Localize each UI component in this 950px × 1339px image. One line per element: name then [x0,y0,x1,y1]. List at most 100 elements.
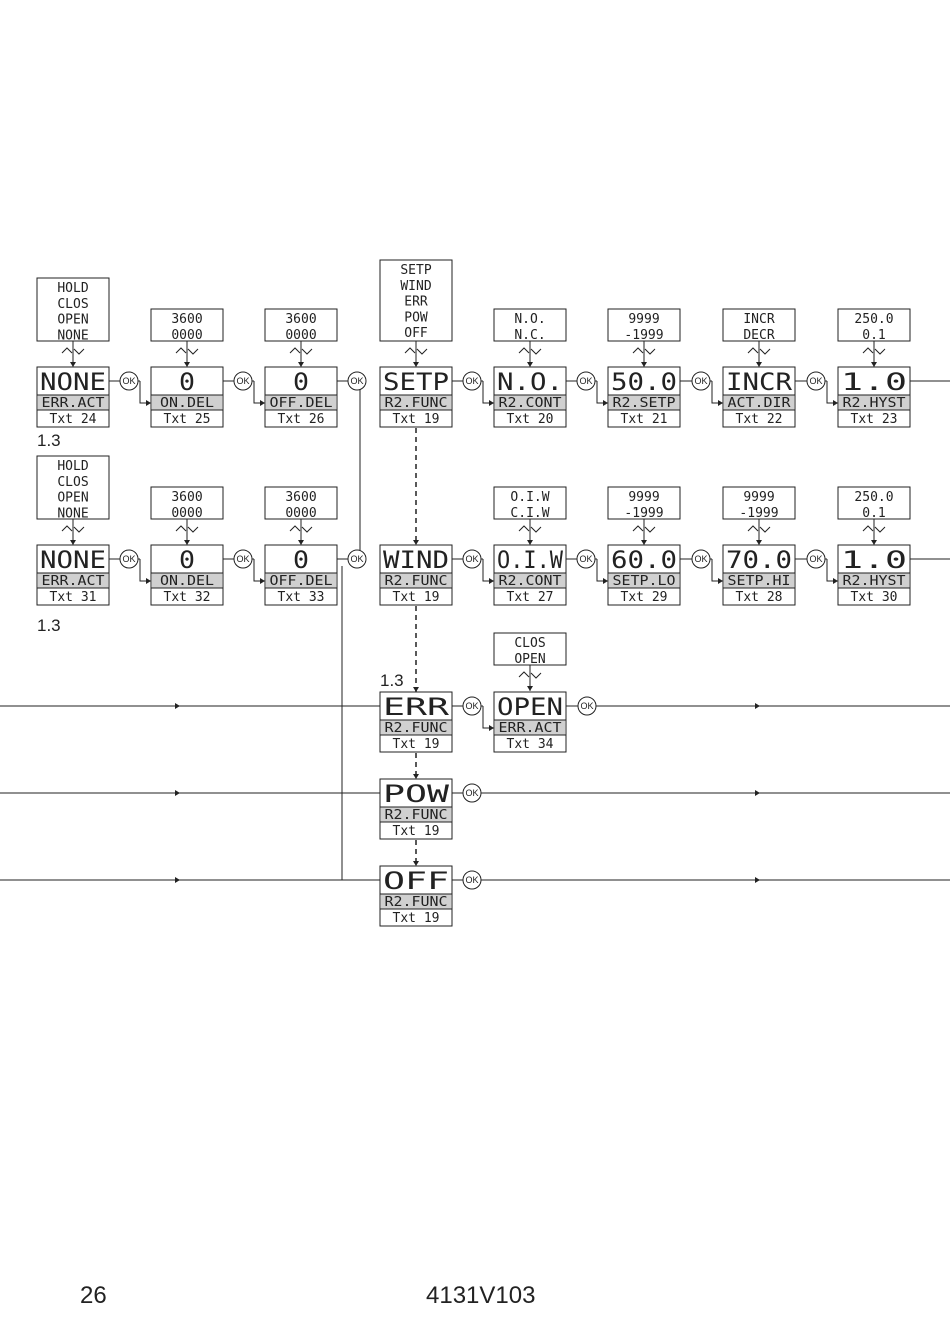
lcd-value: O.I.W [497,546,563,574]
option-text: INCR [743,312,774,327]
connector-line [596,381,608,404]
connector-line [711,381,723,404]
up-down-arrow-icon [632,525,656,533]
section-label: 1.3 [37,431,61,450]
lcd-param-name: R2.FUNC [385,808,448,823]
ok-button-label: OK [809,554,822,564]
ok-button-label: OK [236,554,249,564]
lcd-text-number: Txt 19 [393,590,440,605]
ok-button-icon: OK [576,371,596,391]
up-arrow-icon [862,525,874,532]
up-down-arrow-icon [862,347,886,355]
lcd-text-number: Txt 20 [507,412,554,427]
ok-button-label: OK [236,376,249,386]
lcd-text-number: Txt 19 [393,412,440,427]
param-band [724,573,794,588]
lcd-param-name: OFF.DEL [270,574,333,589]
ok-button-label: OK [465,554,478,564]
param-band [609,573,679,588]
lcd-param-name: SETP.LO [613,574,676,589]
lcd-text-number: Txt 19 [393,737,440,752]
connector-line [253,381,265,404]
ok-button-label: OK [122,376,135,386]
lcd-param-name: R2.HYST [843,396,906,411]
option-box-frame [837,308,911,342]
param-band [266,573,336,588]
lcd-value: 60.0 [611,546,677,574]
ok-button-label: OK [694,376,707,386]
ok-button-icon: OK [462,870,482,890]
down-arrow-icon [644,348,656,355]
arrow-right-icon [755,877,760,883]
lcd-value: 0 [179,546,195,574]
connector-line [596,559,608,582]
lcd-text-number: Txt 32 [164,590,211,605]
ok-button-ring [576,549,596,569]
option-box-frame [36,277,110,342]
ok-button-ring [233,371,253,391]
option-text: DECR [743,328,774,343]
option-text: OPEN [57,313,88,328]
lcd-text-number: Txt 22 [736,412,783,427]
ok-button-ring [577,696,597,716]
up-arrow-icon [289,347,301,354]
ok-button-icon: OK [119,549,139,569]
option-text: -1999 [739,506,778,521]
ok-button-ring [347,371,367,391]
arrow-down-icon [413,687,419,692]
param-band [38,395,108,410]
down-arrow-icon [530,672,542,679]
option-box-frame [607,308,681,342]
down-arrow-icon [759,526,771,533]
lcd-param-name: R2.CONT [499,396,562,411]
up-down-arrow-icon [175,347,199,355]
lcd-text-number: Txt 21 [621,412,668,427]
option-box: 250.00.1 [837,486,911,545]
arrow-down-icon [413,861,419,866]
arrow-right-icon [489,578,494,584]
ok-button-label: OK [465,701,478,711]
lcd-value: SETP [383,368,449,396]
option-text: 0000 [171,328,202,343]
connector-line [139,381,151,404]
param-band [609,395,679,410]
up-arrow-icon [518,525,530,532]
up-arrow-icon [518,347,530,354]
option-text: 250.0 [854,312,893,327]
arrow-right-icon [260,400,265,406]
ok-button-ring [462,371,482,391]
arrow-right-icon [146,400,151,406]
option-text: 0000 [171,506,202,521]
ok-button-ring [462,549,482,569]
param-band [381,395,451,410]
lcd-value: WIND [383,546,449,574]
lcd-param-name: SETP.HI [728,574,791,589]
arrow-right-icon [175,703,180,709]
ok-button-ring [462,783,482,803]
lcd-param-name: ERR.ACT [42,396,105,411]
connector-line [826,381,838,404]
arrow-down-icon [413,540,419,545]
lcd-text-number: Txt 29 [621,590,668,605]
param-band [152,573,222,588]
up-down-arrow-icon [518,525,542,533]
ok-button-icon: OK [577,696,597,716]
param-band [839,573,909,588]
option-box-frame [607,486,681,520]
lcd-param-name: ON.DEL [160,574,214,589]
ok-button-icon: OK [806,549,826,569]
connector-line [482,706,494,729]
option-text: -1999 [624,506,663,521]
lcd-value: 50.0 [611,368,677,396]
param-band [495,573,565,588]
